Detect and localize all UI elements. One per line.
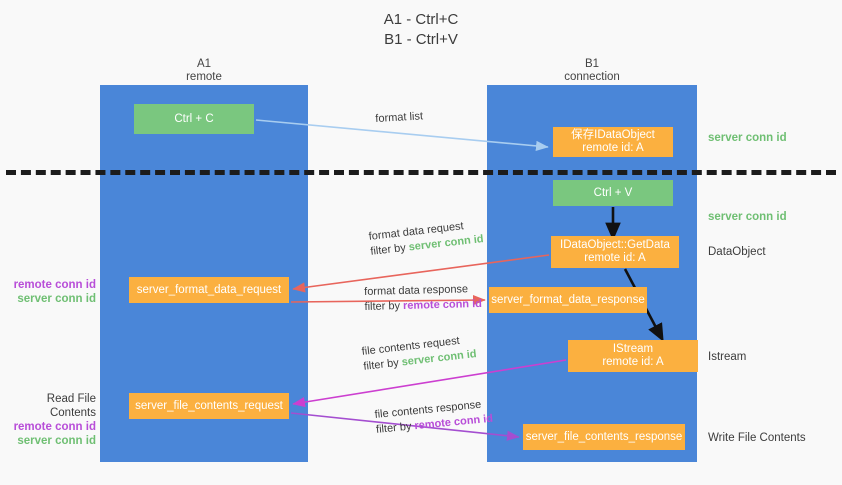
label-server-conn-id-top: server conn id bbox=[708, 131, 787, 145]
box-server-format-data-request[interactable]: server_format_data_request bbox=[129, 277, 289, 303]
label-istream-text: Istream bbox=[708, 351, 747, 363]
label-server-conn-id-mid: server conn id bbox=[708, 210, 787, 224]
box-save-idataobject[interactable]: 保存IDataObject remote id: A bbox=[553, 127, 673, 157]
label-istream: Istream bbox=[708, 350, 746, 364]
label-dataobject: DataObject bbox=[708, 245, 766, 259]
box-ctrl-v[interactable]: Ctrl + V bbox=[553, 180, 673, 206]
label-server-conn-id-file: server conn id bbox=[17, 435, 96, 447]
box-idataobject-getdata[interactable]: IDataObject::GetData remote id: A bbox=[551, 236, 679, 268]
box-istream[interactable]: IStream remote id: A bbox=[568, 340, 698, 372]
label-conn-ids-format: remote conn id server conn id bbox=[8, 278, 96, 306]
filter-prefix: filter by bbox=[369, 241, 410, 258]
label-read-file-contents: Read File Contents bbox=[46, 393, 96, 419]
box-server-format-data-response[interactable]: server_format_data_response bbox=[489, 287, 647, 313]
label-write-file-contents: Write File Contents bbox=[708, 431, 806, 445]
label-server-conn-id-top-text: server conn id bbox=[708, 132, 787, 144]
edge-label-format-list-text: format list bbox=[375, 110, 424, 125]
label-write-file-contents-text: Write File Contents bbox=[708, 432, 806, 444]
filter-value-remote-conn-id: remote conn id bbox=[402, 297, 483, 312]
label-read-file-contents-group: Read File Contents remote conn id server… bbox=[8, 392, 96, 448]
box-server-file-contents-response[interactable]: server_file_contents_response bbox=[523, 424, 685, 450]
edge-label-format-data-response-filter: filter by remote conn id bbox=[364, 297, 482, 315]
label-dataobject-text: DataObject bbox=[708, 246, 766, 258]
label-server-conn-id-mid-text: server conn id bbox=[708, 211, 787, 223]
column-header-b1: B1 connection bbox=[564, 58, 620, 83]
label-remote-conn-id-format: remote conn id bbox=[13, 279, 96, 291]
edge-label-file-contents-response: file contents response filter by remote … bbox=[374, 397, 494, 438]
page-title: A1 - Ctrl+C B1 - Ctrl+V bbox=[383, 11, 459, 48]
edge-label-format-list: format list bbox=[375, 109, 423, 127]
box-server-file-contents-request[interactable]: server_file_contents_request bbox=[129, 393, 289, 419]
label-server-conn-id-format: server conn id bbox=[17, 293, 96, 305]
label-remote-conn-id-file: remote conn id bbox=[13, 421, 96, 433]
box-ctrl-c[interactable]: Ctrl + C bbox=[134, 104, 254, 134]
filter-prefix: filter by bbox=[364, 299, 404, 313]
filter-prefix: filter by bbox=[362, 356, 403, 373]
column-header-a1: A1 remote bbox=[186, 58, 222, 83]
phase-divider bbox=[6, 170, 836, 175]
edge-label-format-data-response: format data response filter by remote co… bbox=[364, 282, 482, 315]
edge-label-file-contents-request: file contents request filter by server c… bbox=[361, 332, 477, 375]
filter-prefix: filter by bbox=[375, 420, 416, 436]
edge-label-format-data-request: format data request filter by server con… bbox=[368, 217, 484, 260]
